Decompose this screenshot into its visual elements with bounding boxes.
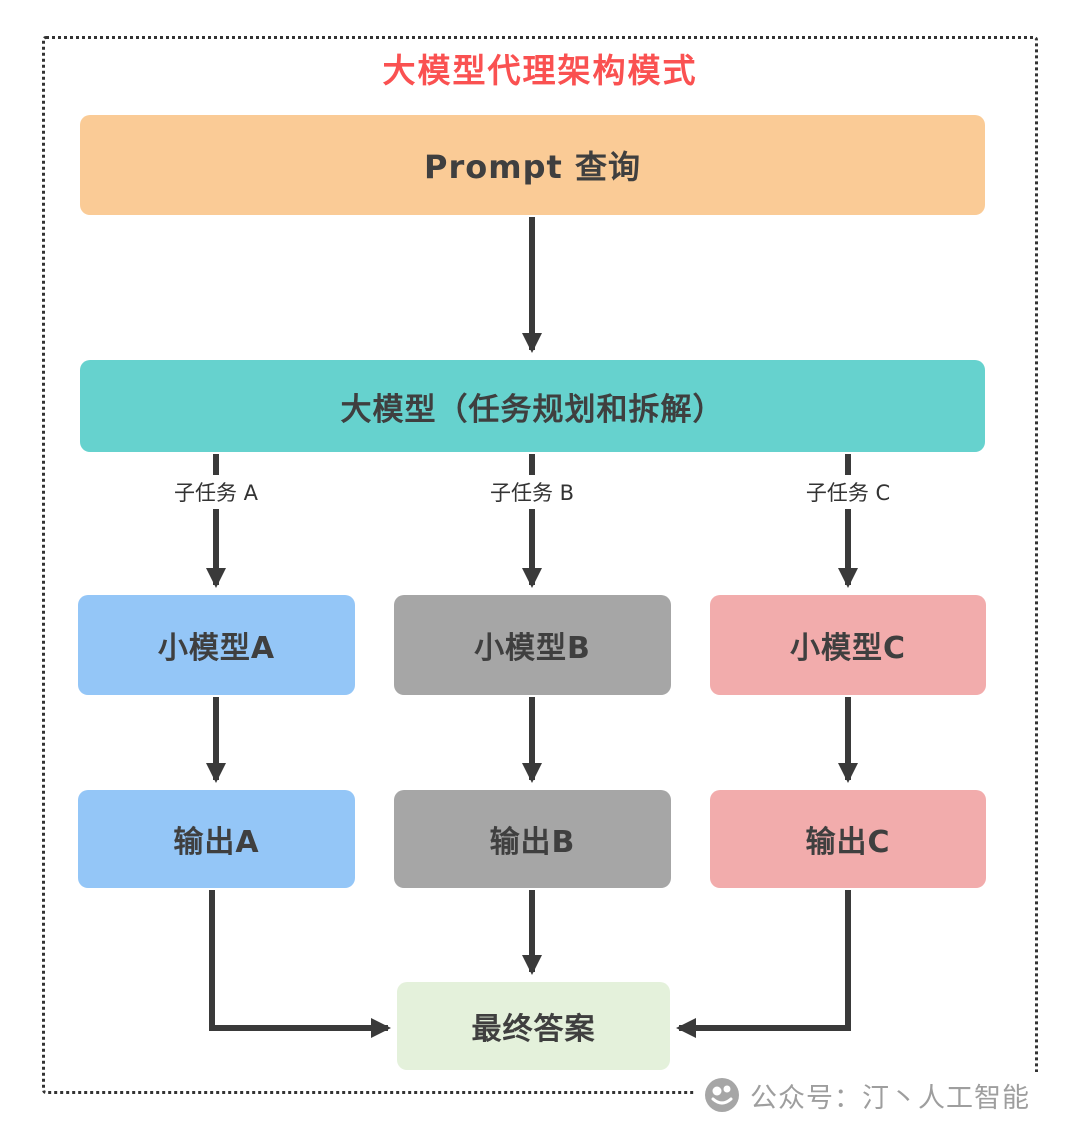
edge-label-subtask-b: 子任务 B bbox=[481, 475, 583, 509]
node-output-b: 输出B bbox=[394, 790, 671, 888]
node-prompt-query: Prompt 查询 bbox=[80, 115, 985, 215]
node-small-model-b: 小模型B bbox=[394, 595, 671, 695]
node-output-a: 输出A bbox=[78, 790, 355, 888]
watermark-text: 公众号：汀丶人工智能 bbox=[750, 1082, 1030, 1114]
node-small-model-a: 小模型A bbox=[78, 595, 355, 695]
node-small-model-c: 小模型C bbox=[710, 595, 986, 695]
watermark: 公众号：汀丶人工智能 bbox=[696, 1072, 1038, 1118]
node-output-c: 输出C bbox=[710, 790, 986, 888]
edge-label-subtask-a: 子任务 A bbox=[165, 475, 267, 509]
node-llm-planner: 大模型（任务规划和拆解） bbox=[80, 360, 985, 452]
wechat-icon bbox=[704, 1077, 740, 1113]
arrow-output-a-to-final bbox=[209, 890, 391, 1038]
edge-label-subtask-c: 子任务 C bbox=[797, 475, 899, 509]
node-final-answer: 最终答案 bbox=[397, 982, 670, 1070]
diagram-title: 大模型代理架构模式 bbox=[382, 51, 698, 90]
diagram-dotted-border bbox=[42, 36, 1038, 1094]
arrow-output-c-to-final bbox=[676, 890, 851, 1038]
